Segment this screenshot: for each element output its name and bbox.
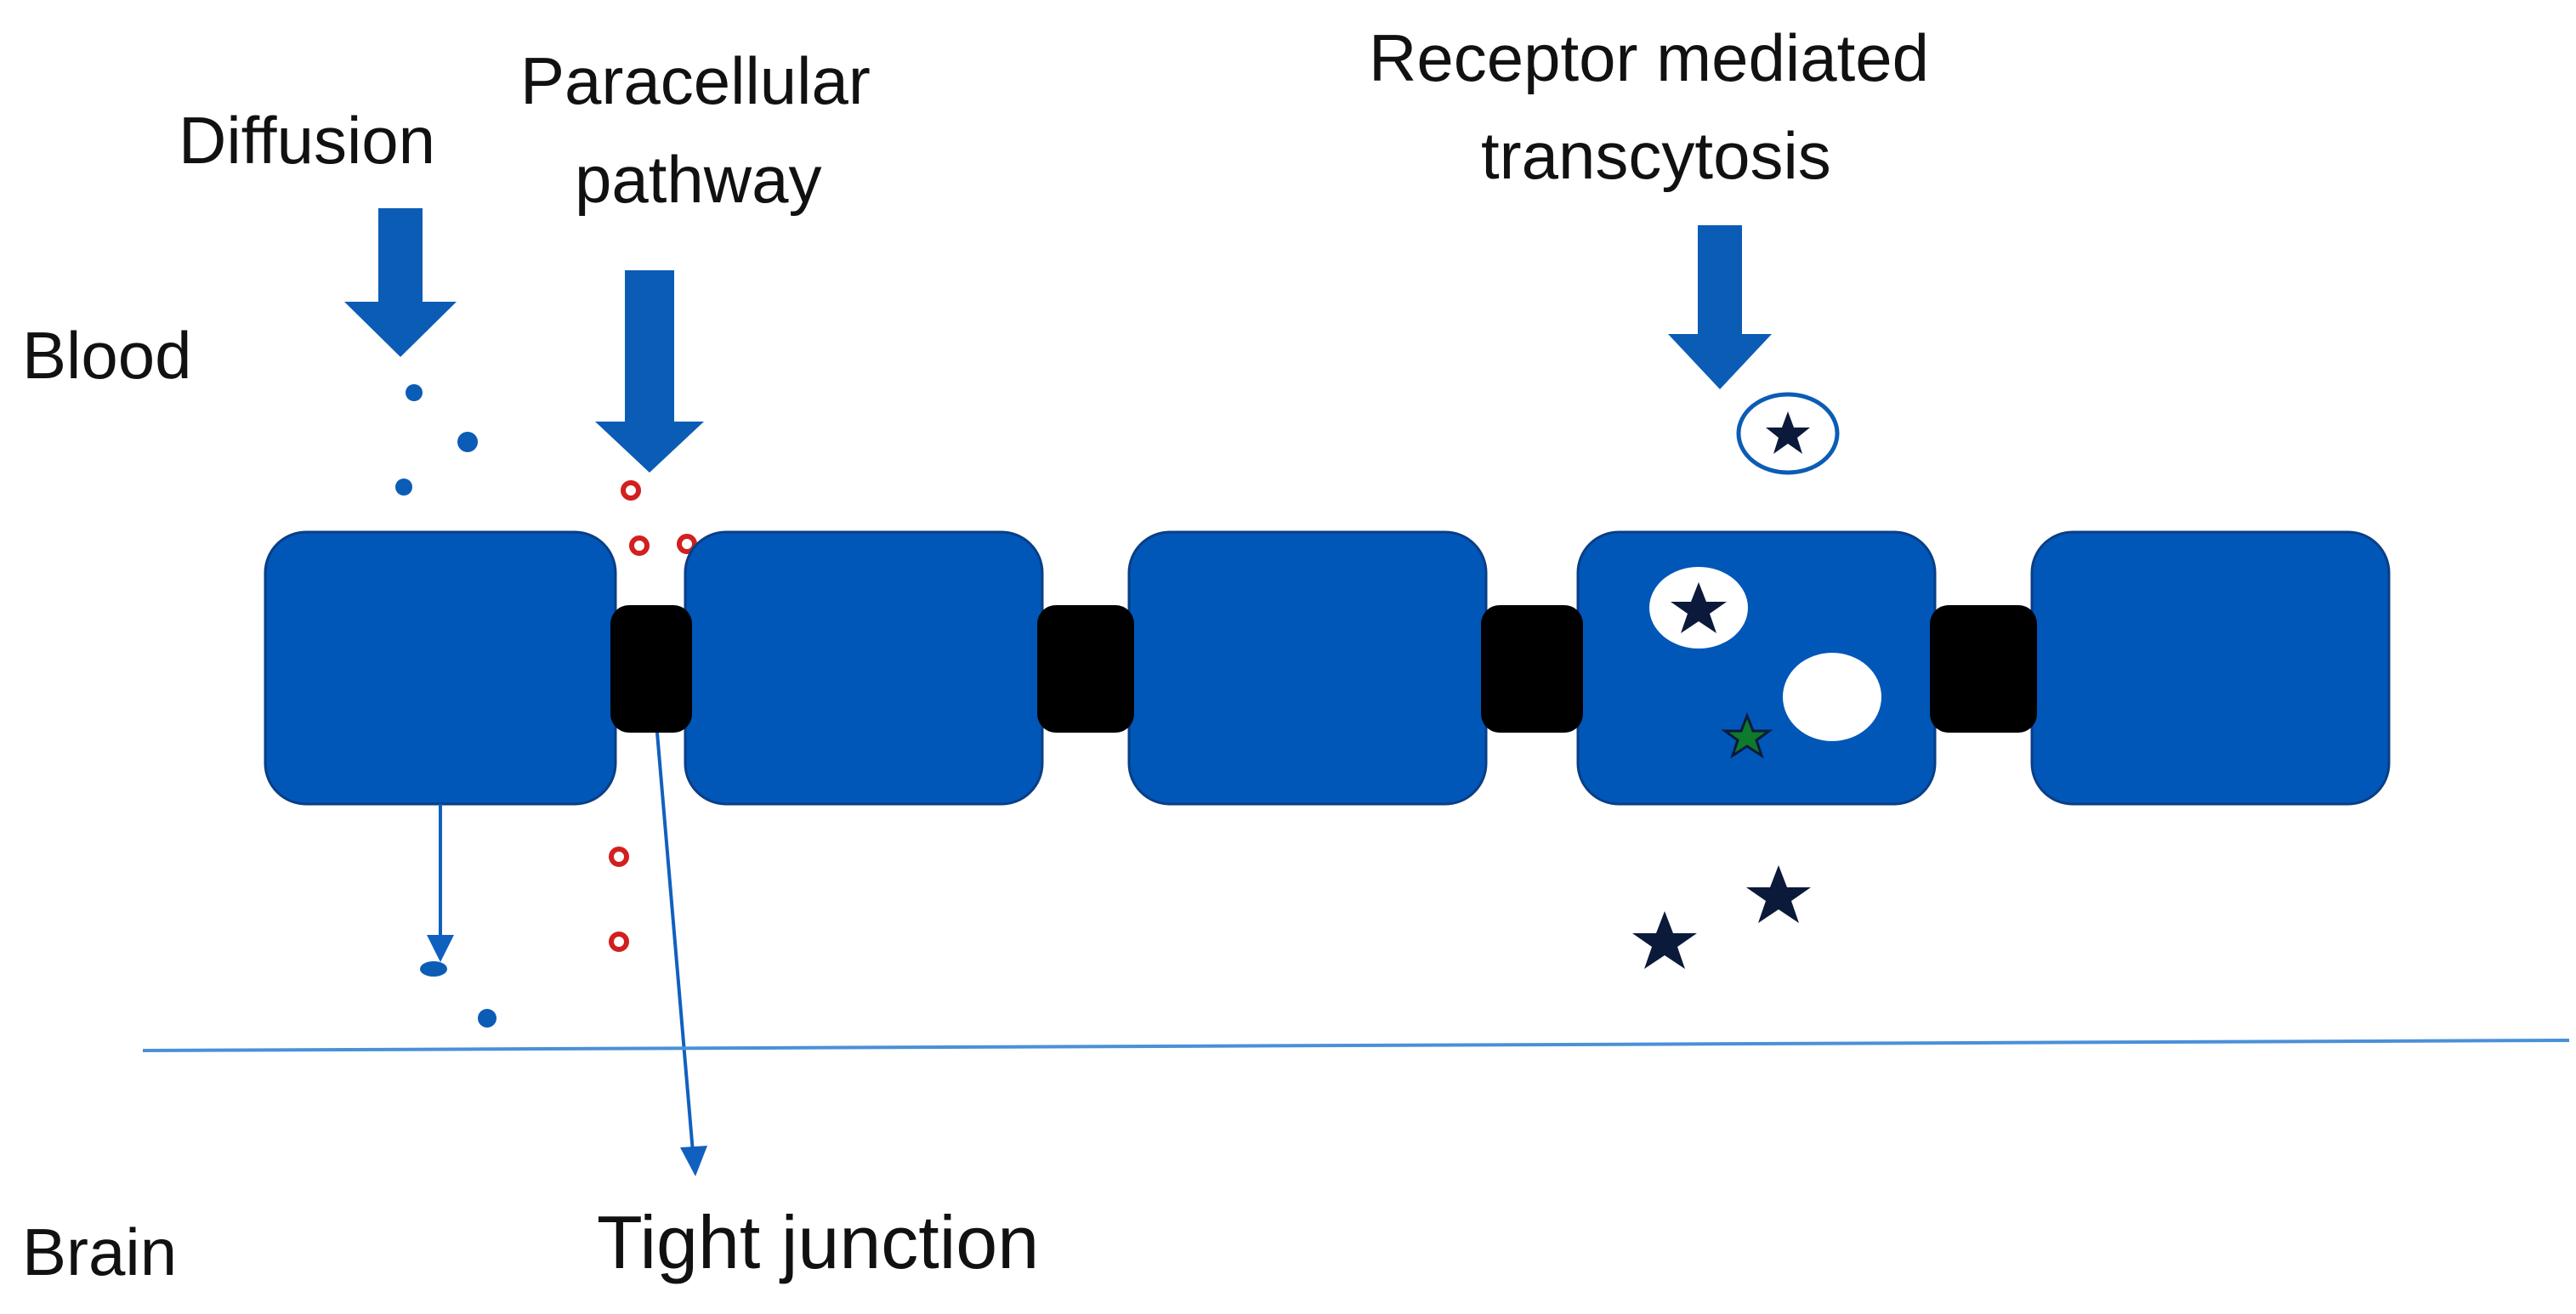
- tight-junction-pointer: [655, 732, 707, 1176]
- receptor-label-line1: Receptor mediated: [1369, 20, 1929, 95]
- endothelial-cell-row: [264, 530, 2391, 806]
- star-icons: [1632, 411, 1811, 969]
- paracellular-label-line1: Paracellular: [520, 43, 871, 118]
- tight-junction-label: Tight junction: [597, 1200, 1039, 1284]
- paracellular-particles-brain: [609, 847, 629, 952]
- brain-label: Brain: [22, 1215, 177, 1289]
- tight-junction-1: [610, 605, 692, 733]
- diffusion-arrow-icon: [344, 208, 457, 357]
- diffusion-particles-brain: [420, 961, 496, 1028]
- paracellular-particles-blood: [621, 480, 697, 556]
- star-icon: [1746, 865, 1811, 923]
- star-icon: [1632, 911, 1697, 969]
- brain-boundary-line: [142, 1039, 2570, 1052]
- tight-junction-3: [1481, 605, 1583, 733]
- paracellular-arrow-icon: [595, 270, 704, 473]
- endothelial-cell-2: [684, 530, 1044, 806]
- star-icon: [1766, 411, 1810, 454]
- diffusion-label: Diffusion: [179, 103, 435, 178]
- diffusion-pathway-arrow: [427, 804, 454, 962]
- tight-junctions: [610, 605, 2037, 733]
- endothelial-cell-4: [1576, 530, 1937, 806]
- star-icon: [1671, 582, 1727, 633]
- endothelial-cell-3: [1127, 530, 1488, 806]
- empty-vesicle: [1783, 653, 1881, 741]
- paracellular-label-line2: pathway: [575, 142, 822, 217]
- star-icon: [1721, 711, 1773, 759]
- tight-junction-2: [1037, 605, 1134, 733]
- tight-junction-4: [1930, 605, 2037, 733]
- blood-label: Blood: [22, 318, 192, 393]
- endothelial-cell-1: [264, 530, 617, 806]
- diffusion-particles-blood: [395, 384, 478, 496]
- endothelial-cell-5: [2030, 530, 2391, 806]
- receptor-label-line2: transcytosis: [1481, 118, 1831, 193]
- transcytosis-arrow-icon: [1668, 225, 1772, 389]
